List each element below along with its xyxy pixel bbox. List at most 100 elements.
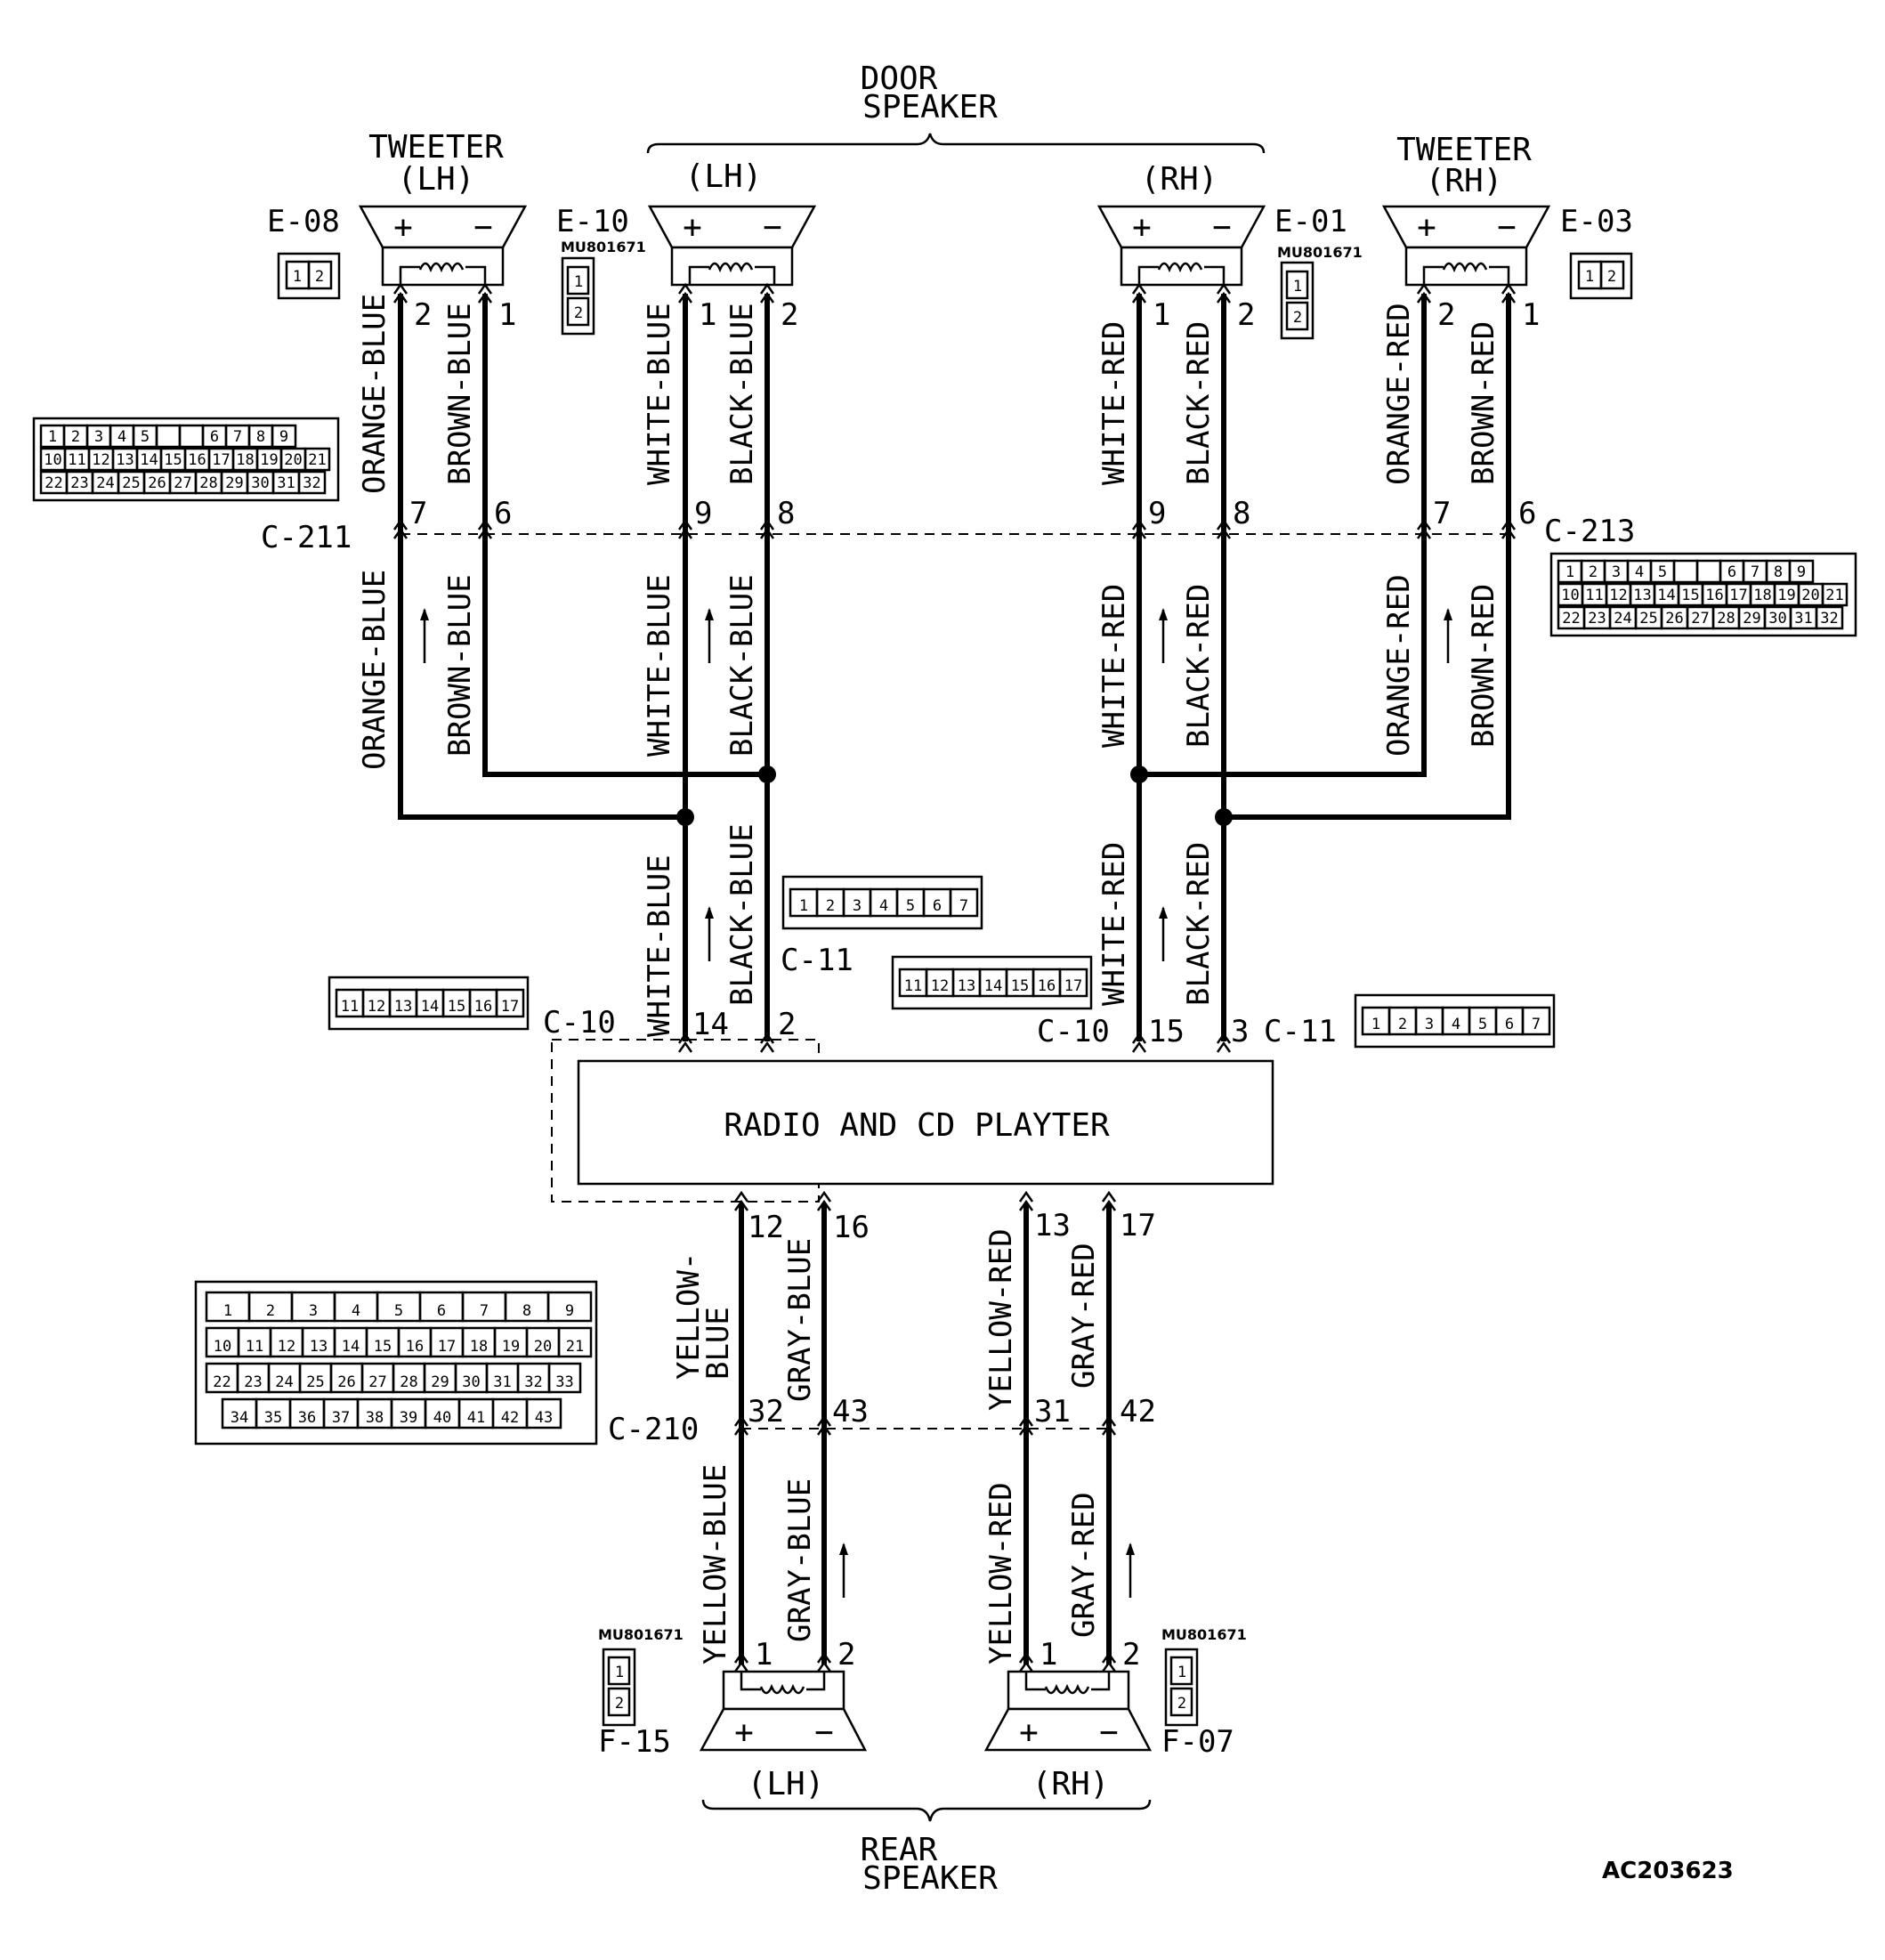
- rear-speaker-lh-side: (LH): [748, 1766, 825, 1802]
- c213-cell: [1821, 582, 1849, 607]
- connector-e10-id: E-10: [556, 204, 629, 239]
- c11-right-pin-label: 7: [1532, 1016, 1541, 1033]
- label-gray-blue-top: GRAY-BLUE: [782, 1238, 818, 1402]
- c211-pin-label: 21: [308, 451, 326, 469]
- c210-cell: [547, 1362, 582, 1394]
- label-white-red-mid: WHITE-RED: [1096, 584, 1132, 748]
- c10-left-pin-label: 11: [341, 998, 359, 1016]
- rear-rh-minus-symbol: −: [1099, 1714, 1119, 1751]
- splice-white-blue: [676, 808, 694, 826]
- c211-pin-label: 16: [188, 451, 206, 469]
- connector-c210-id: C-210: [608, 1412, 699, 1447]
- c210-pin-label: 21: [566, 1338, 584, 1356]
- c213-pin-label: 14: [1657, 587, 1675, 604]
- e01-part-number: MU801671: [1277, 244, 1363, 261]
- rear-speaker-rh-symbol: + −: [983, 1670, 1153, 1752]
- c210-pin-label: 3: [309, 1302, 318, 1320]
- wire-brown-blue: [482, 294, 767, 777]
- radio-label: RADIO AND CD PLAYTER: [724, 1107, 1110, 1144]
- tweeter-rh-minus-symbol: −: [1497, 209, 1517, 246]
- c210-cell: [557, 1326, 593, 1358]
- rear-speaker-pin-arrows: [733, 1652, 1117, 1673]
- c10-right-pin-label: 15: [1011, 977, 1029, 995]
- c211-pin-label: 24: [96, 474, 114, 492]
- c213-pin-label: 30: [1768, 610, 1786, 628]
- rear-speaker-title-1: REAR: [861, 1832, 938, 1868]
- tweeter-lh-symbol: + −: [358, 205, 528, 287]
- c213-pin-label: 5: [1658, 563, 1667, 581]
- door-speaker-rh-symbol: + −: [1096, 205, 1266, 287]
- c213-pin-label: 17: [1729, 587, 1747, 604]
- label-orange-red-top: ORANGE-RED: [1381, 303, 1417, 485]
- c210-pin-label: 24: [275, 1373, 293, 1391]
- c11-left-pin-label: 6: [933, 897, 942, 915]
- f07-connector-face: 1 2: [1164, 1648, 1199, 1727]
- rear-speaker-title-2: SPEAKER: [862, 1860, 998, 1897]
- tweeter-lh-pin-minus: 1: [498, 297, 516, 333]
- c210-pin-label: 42: [501, 1409, 519, 1427]
- c10-right-pin-label: 17: [1064, 977, 1082, 995]
- c210-pin-label: 6: [437, 1302, 446, 1320]
- tweeter-rh-pin-minus: 1: [1522, 297, 1540, 333]
- c210-pin-label: 12: [278, 1338, 295, 1356]
- reference-code: AC203623: [1602, 1858, 1734, 1884]
- label-yellow-red-top: YELLOW-RED: [983, 1228, 1019, 1411]
- c211-pin-label: 19: [260, 451, 278, 469]
- c213-pin-black-red: 8: [1233, 496, 1250, 531]
- label-white-red-top: WHITE-RED: [1096, 321, 1132, 485]
- c213-pin-label: 7: [1751, 563, 1760, 581]
- c211-pin-label: 4: [117, 428, 126, 446]
- c211-pin-label: 28: [199, 474, 217, 492]
- c210-pin-label: 23: [244, 1373, 262, 1391]
- f07-part-number: MU801671: [1161, 1626, 1247, 1643]
- c213-pin-label: 25: [1639, 610, 1657, 628]
- c11-right-pin-label: 1: [1371, 1016, 1380, 1033]
- e03-pin-2: 2: [1607, 268, 1616, 286]
- c210-pin-label: 25: [306, 1373, 324, 1391]
- c210-pin-gray-blue: 43: [832, 1394, 869, 1430]
- c210-pin-yellow-red: 31: [1034, 1394, 1071, 1430]
- c11-right-cell: [1521, 1006, 1551, 1036]
- c213-pin-label: 13: [1633, 587, 1651, 604]
- c213-pin-label: 32: [1820, 610, 1838, 628]
- label-yellow-blue-low: YELLOW-BLUE: [698, 1464, 733, 1664]
- c210-pin-label: 40: [433, 1409, 451, 1427]
- c10-left-pin-label: 16: [474, 998, 492, 1016]
- c10-right-pin-label: 14: [984, 977, 1002, 995]
- label-gray-red-low: GRAY-RED: [1066, 1492, 1102, 1638]
- c11-right-pin-label: 5: [1478, 1016, 1487, 1033]
- c211-pin-brown-blue: 6: [494, 496, 512, 531]
- c213-cell: [1788, 559, 1815, 584]
- c211-pin-label: 14: [140, 451, 158, 469]
- c211-pin-label: 2: [71, 428, 80, 446]
- c11-left-pin-label: 7: [959, 897, 968, 915]
- c211-pin-label: 22: [44, 474, 62, 492]
- e10-pin-2: 2: [574, 304, 583, 322]
- label-gray-blue-low: GRAY-BLUE: [782, 1478, 818, 1642]
- radio-pin-yellow-red: 13: [1034, 1208, 1071, 1243]
- c10-right-cell: [1058, 968, 1088, 998]
- junction-arrows-mid: [392, 519, 1517, 540]
- c210-pin-label: 27: [368, 1373, 386, 1391]
- c211-pin-label: 17: [212, 451, 230, 469]
- e10-pin-1: 1: [574, 273, 583, 291]
- c210-pin-label: 26: [337, 1373, 355, 1391]
- c213-pin-label: 29: [1743, 610, 1760, 628]
- c213-pin-label: 22: [1562, 610, 1580, 628]
- c10-left-pin-label: 13: [394, 998, 412, 1016]
- e03-pin-1: 1: [1585, 268, 1594, 286]
- c211-pin-label: 3: [94, 428, 103, 446]
- c213-pin-brown-red: 6: [1518, 496, 1536, 531]
- c211-pin-label: 30: [251, 474, 269, 492]
- connector-f15-id: F-15: [598, 1724, 671, 1760]
- rear-wire-labels: YELLOW- BLUE GRAY-BLUE YELLOW-RED GRAY-R…: [671, 1228, 1102, 1664]
- c210-pin-label: 1: [223, 1302, 232, 1320]
- c210-pin-label: 38: [366, 1409, 384, 1427]
- label-black-blue-top: BLACK-BLUE: [724, 303, 760, 485]
- tweeter-rh-pin-plus: 2: [1437, 297, 1455, 333]
- c10-left-pin-label: 17: [501, 998, 519, 1016]
- door-lh-minus-symbol: −: [763, 209, 782, 246]
- connector-f07-id: F-07: [1161, 1724, 1234, 1760]
